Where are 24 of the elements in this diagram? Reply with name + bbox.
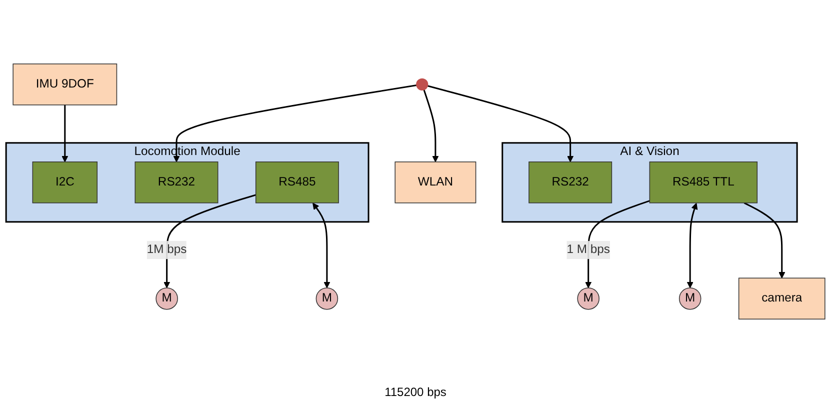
edge-label: 1M bps	[146, 243, 187, 256]
arrow	[62, 104, 68, 162]
node-box: I2C	[32, 162, 98, 204]
node-box: camera	[738, 278, 826, 320]
edge-label: 1 M bps	[566, 243, 610, 256]
arrow	[686, 202, 698, 288]
node-circle	[416, 78, 428, 90]
arrow	[173, 84, 417, 162]
node-circle: M	[316, 287, 338, 310]
arrow	[427, 85, 574, 162]
note-text: 115200 bps	[384, 385, 446, 399]
arrow	[312, 202, 330, 288]
node-box: RS232	[134, 162, 218, 204]
node-box: RS485 TTL	[649, 162, 758, 204]
node-box: RS232	[528, 162, 612, 204]
node-circle: M	[156, 287, 178, 310]
node-box: WLAN	[394, 162, 476, 204]
node-circle: M	[577, 287, 600, 310]
node-circle: M	[678, 287, 702, 310]
arrow	[163, 194, 256, 288]
node-box: RS485	[255, 162, 339, 204]
arrow	[423, 90, 439, 162]
arrow	[744, 202, 786, 278]
node-box: IMU 9DOF	[12, 64, 118, 106]
